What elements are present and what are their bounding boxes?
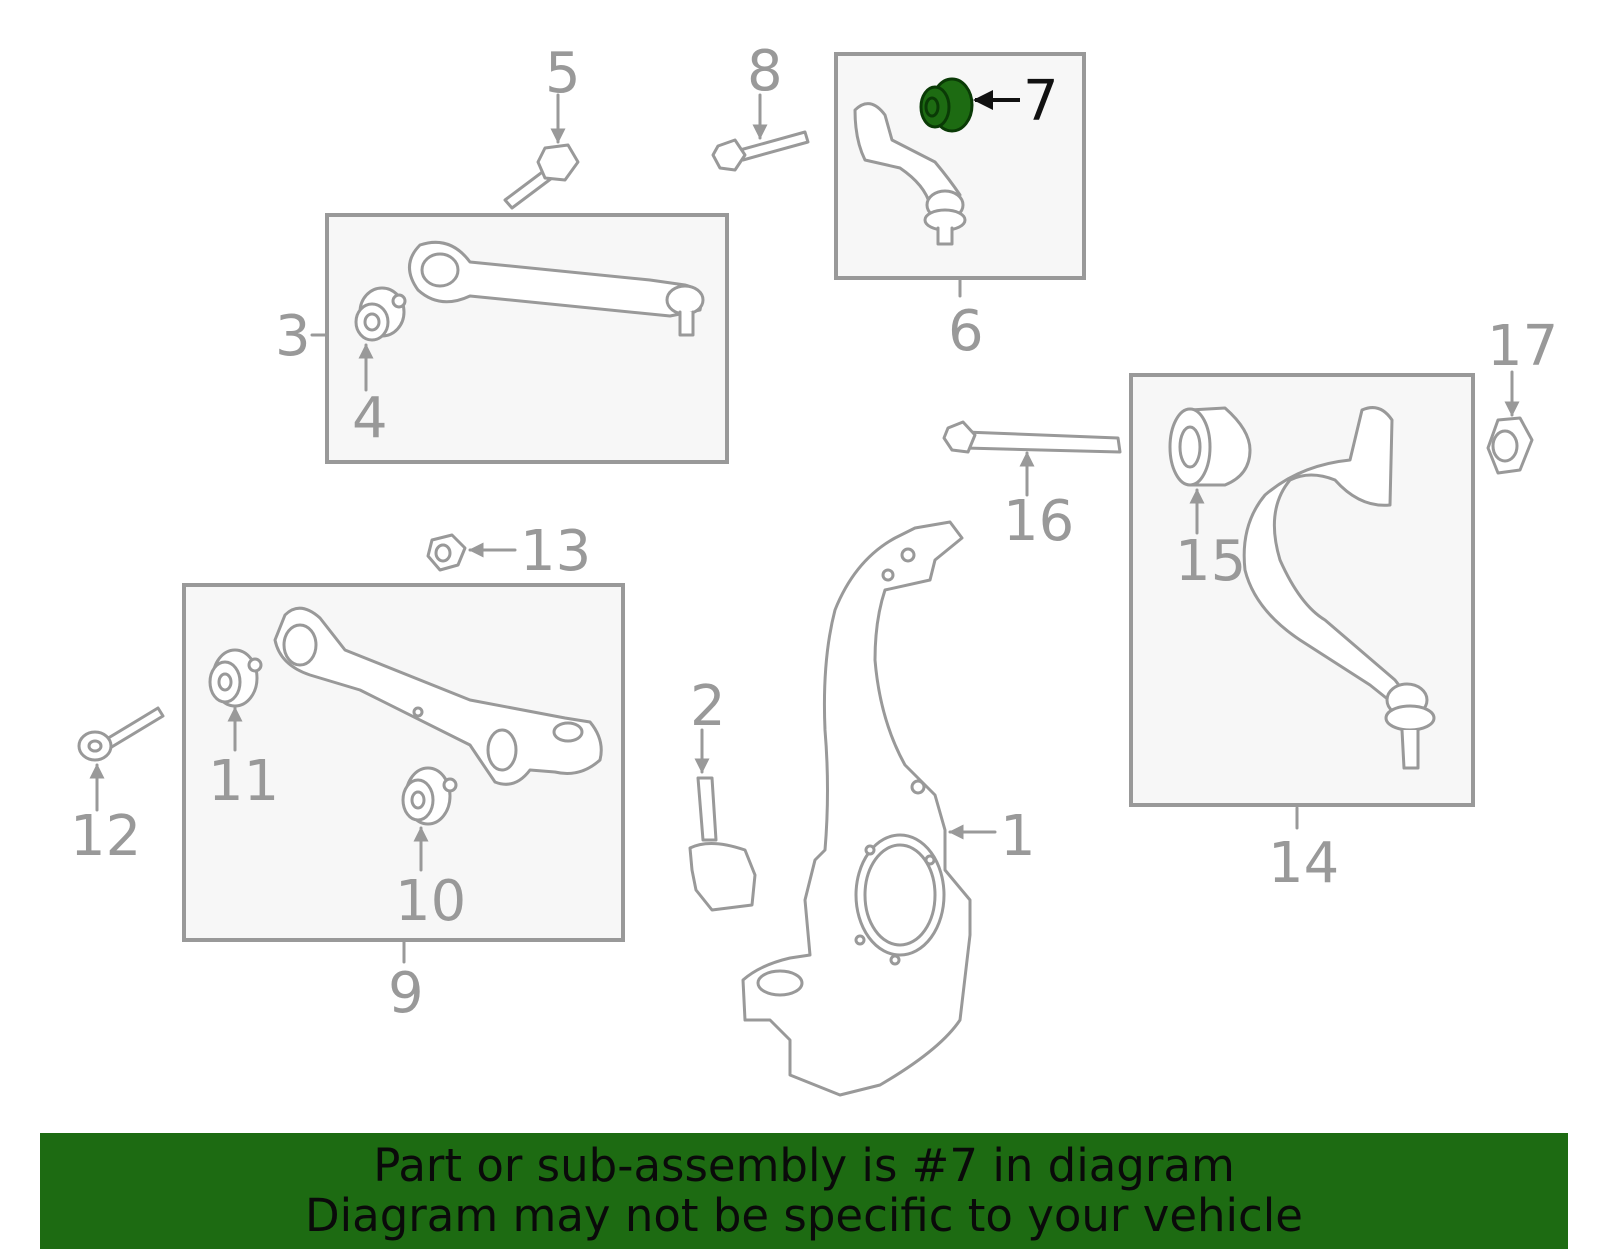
callout-8: 8 xyxy=(747,39,783,104)
callout-6: 6 xyxy=(948,299,984,364)
callout-14: 14 xyxy=(1268,831,1339,896)
control-arm-assembly-6[interactable] xyxy=(834,52,1086,280)
callout-12: 12 xyxy=(70,804,141,869)
banner-line-1: Part or sub-assembly is #7 in diagram xyxy=(373,1139,1235,1192)
bolt-5[interactable] xyxy=(503,143,580,210)
callout-17: 17 xyxy=(1487,314,1558,379)
callout-15: 15 xyxy=(1175,529,1246,594)
steering-knuckle-1[interactable] xyxy=(741,520,972,1097)
banner-line-2: Diagram may not be specific to your vehi… xyxy=(305,1189,1303,1242)
callout-5: 5 xyxy=(545,41,581,106)
ball-joint-2[interactable] xyxy=(688,776,757,912)
bolt-12[interactable] xyxy=(77,706,165,762)
bolt-16[interactable] xyxy=(942,420,1122,454)
callout-4: 4 xyxy=(352,386,388,451)
nut-17[interactable] xyxy=(1486,416,1534,475)
control-arm-assembly-9[interactable] xyxy=(182,583,625,942)
callout-10: 10 xyxy=(395,869,466,934)
nut-13[interactable] xyxy=(426,533,467,572)
bushing-7-highlighted[interactable] xyxy=(919,77,974,133)
callout-7: 7 xyxy=(1023,69,1059,134)
callout-3: 3 xyxy=(275,304,311,369)
callout-16: 16 xyxy=(1003,489,1074,554)
callout-1: 1 xyxy=(1000,804,1036,869)
control-arm-assembly-14[interactable] xyxy=(1129,373,1475,807)
bolt-8[interactable] xyxy=(711,130,810,172)
control-arm-assembly-3[interactable] xyxy=(325,213,729,464)
part-info-banner: Part or sub-assembly is #7 in diagram Di… xyxy=(40,1133,1568,1249)
callout-9: 9 xyxy=(388,961,424,1026)
callout-13: 13 xyxy=(520,519,591,584)
callout-2: 2 xyxy=(690,674,726,739)
callout-11: 11 xyxy=(208,749,279,814)
